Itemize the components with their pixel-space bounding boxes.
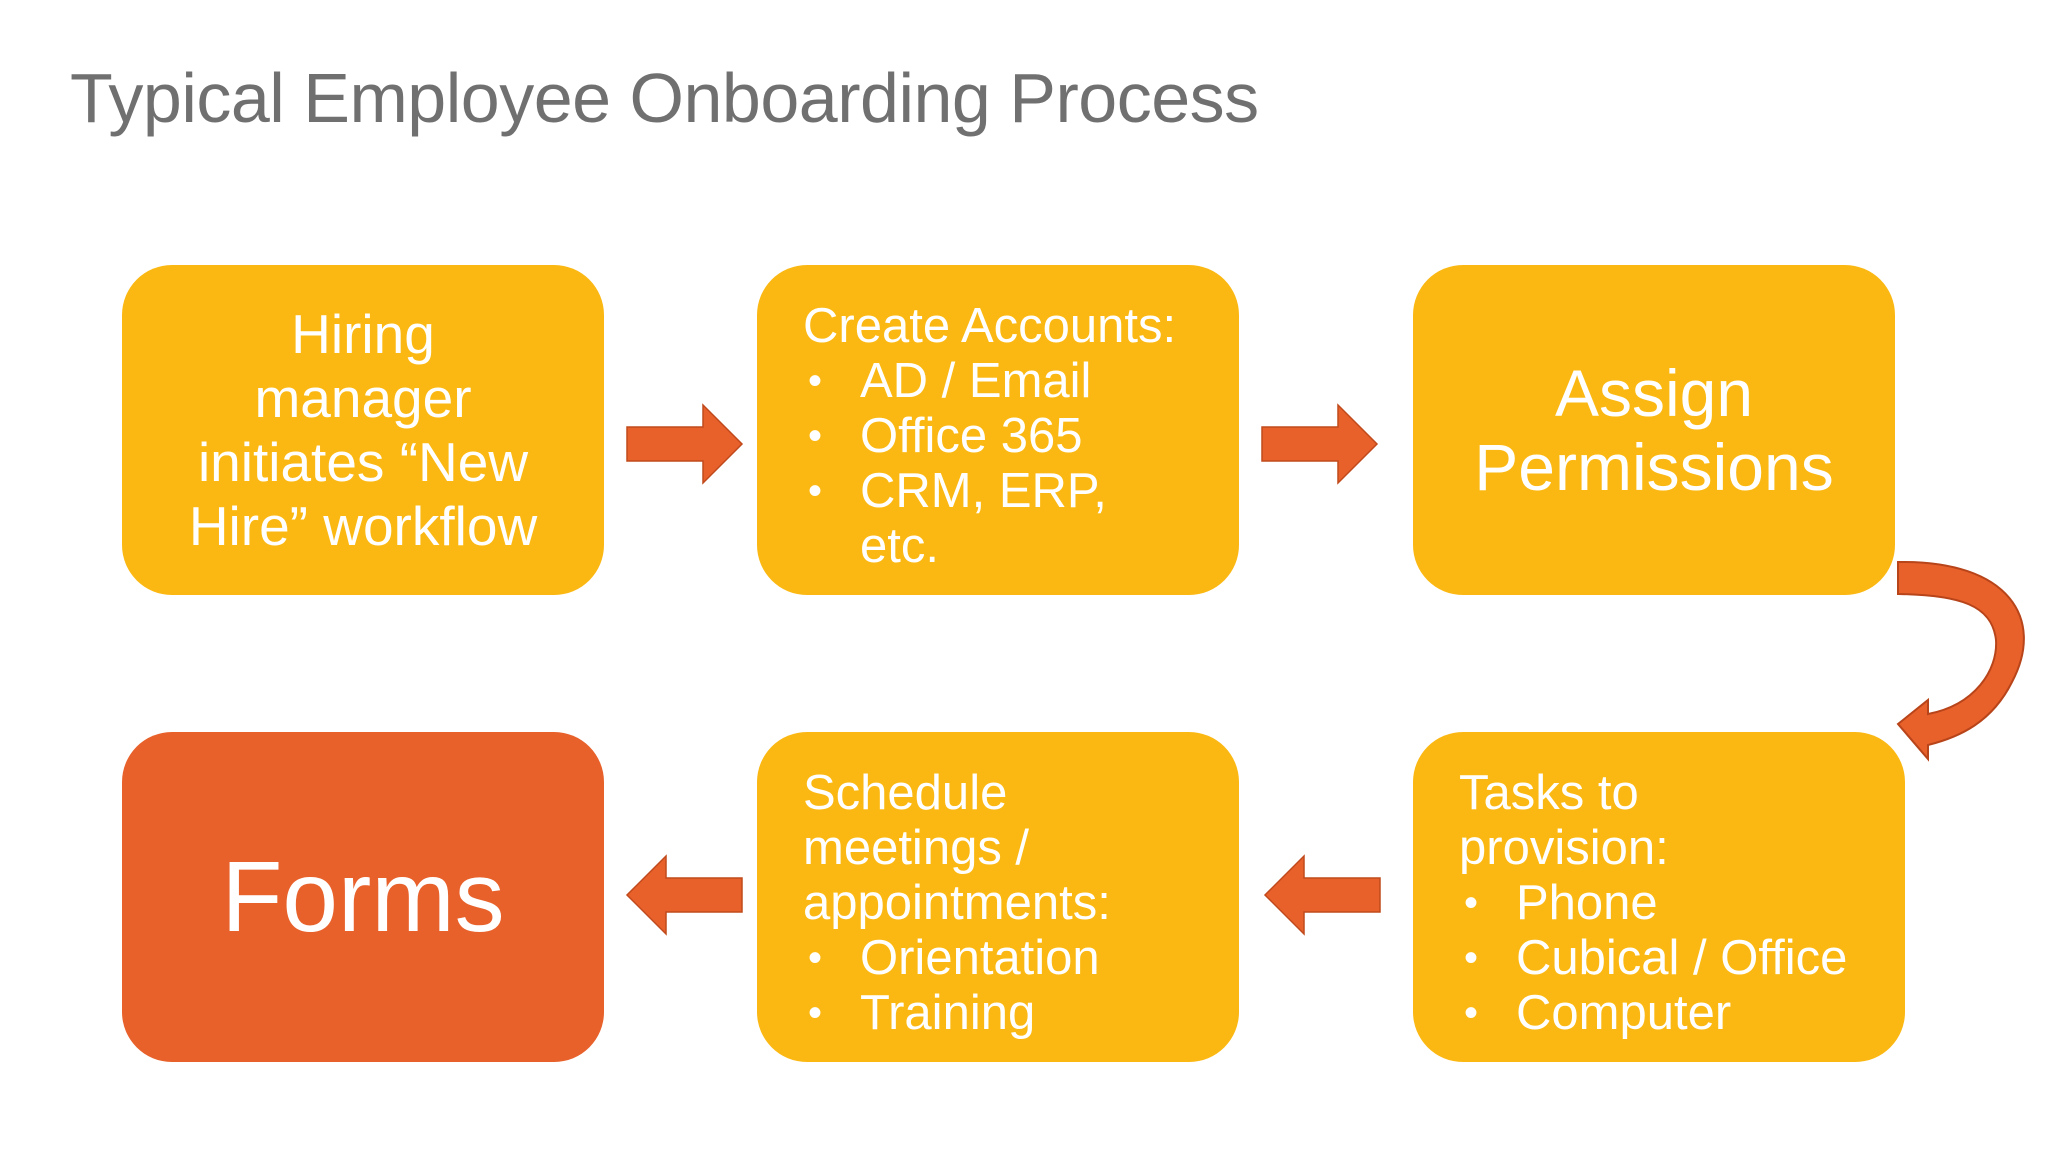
- step-schedule-bullet-list: • Orientation • Training: [803, 931, 1219, 1041]
- arrow-right-icon: [1261, 403, 1379, 485]
- curved-arrow-icon: [1896, 560, 2025, 762]
- step-accounts-heading: Create Accounts:: [803, 299, 1177, 353]
- step-accounts-bullet-list: • AD / Email • Office 365 • CRM, ERP, etc.: [803, 354, 1219, 574]
- arrow-right-icon: [626, 403, 744, 485]
- list-item-text: AD / Email: [860, 354, 1092, 408]
- step-create-accounts: Create Accounts: • AD / Email • Office 365…: [757, 265, 1239, 595]
- step-hiring-manager: Hiring manager initiates “New Hire” work…: [122, 265, 604, 595]
- step-permissions-line: Permissions: [1474, 430, 1834, 504]
- bullet-dot: •: [808, 936, 823, 980]
- step-assign-permissions: Assign Permissions: [1413, 265, 1895, 595]
- step-forms: Forms: [122, 732, 604, 1062]
- list-item: • Phone: [1459, 876, 1885, 931]
- step-hiring-line: initiates “New: [197, 431, 529, 493]
- step-tasks-heading-line: provision:: [1459, 821, 1669, 875]
- step-schedule-meetings: Schedule meetings / appointments: • Orien…: [757, 732, 1239, 1062]
- list-item: • Computer: [1459, 986, 1885, 1041]
- bullet-dot: •: [808, 991, 823, 1035]
- arrow-left-icon: [1263, 854, 1381, 936]
- bullet-dot: •: [1464, 936, 1479, 980]
- step-schedule-heading-line: meetings /: [803, 821, 1030, 875]
- page-title: Typical Employee Onboarding Process: [70, 59, 1259, 137]
- list-item-text: Office 365: [860, 409, 1083, 463]
- list-item: • Office 365: [803, 409, 1219, 464]
- step-hiring-line: Hire” workflow: [188, 495, 538, 557]
- list-item: • Cubical / Office: [1459, 931, 1885, 986]
- step-tasks-heading-line: Tasks to: [1459, 766, 1639, 820]
- bullet-dot: •: [808, 414, 823, 458]
- step-tasks-to-provision: Tasks to provision: • Phone • Cubical / Of…: [1413, 732, 1905, 1062]
- arrow-left-icon: [625, 854, 743, 936]
- list-item: • AD / Email: [803, 354, 1219, 409]
- list-item: etc.: [803, 519, 1219, 574]
- bullet-dot: •: [808, 359, 823, 403]
- list-item: • CRM, ERP,: [803, 464, 1219, 519]
- bullet-dot: •: [1464, 991, 1479, 1035]
- list-item-text: etc.: [860, 519, 939, 573]
- bullet-dot: •: [1464, 881, 1479, 925]
- list-item-text: Orientation: [860, 931, 1100, 985]
- step-tasks-bullet-list: • Phone • Cubical / Office • Computer: [1459, 876, 1885, 1041]
- list-item-text: CRM, ERP,: [860, 464, 1107, 518]
- step-schedule-heading-line: Schedule: [803, 766, 1008, 820]
- step-hiring-line: Hiring: [291, 303, 435, 365]
- list-item-text: Cubical / Office: [1516, 931, 1848, 985]
- list-item: • Training: [803, 986, 1219, 1041]
- list-item-text: Training: [860, 986, 1036, 1040]
- step-hiring-line: manager: [254, 367, 472, 429]
- list-item: • Orientation: [803, 931, 1219, 986]
- bullet-dot: •: [808, 469, 823, 513]
- step-forms-label: Forms: [221, 841, 505, 953]
- step-schedule-heading-line: appointments:: [803, 876, 1111, 930]
- list-item-text: Computer: [1516, 986, 1732, 1040]
- step-permissions-line: Assign: [1554, 356, 1754, 430]
- list-item-text: Phone: [1516, 876, 1658, 930]
